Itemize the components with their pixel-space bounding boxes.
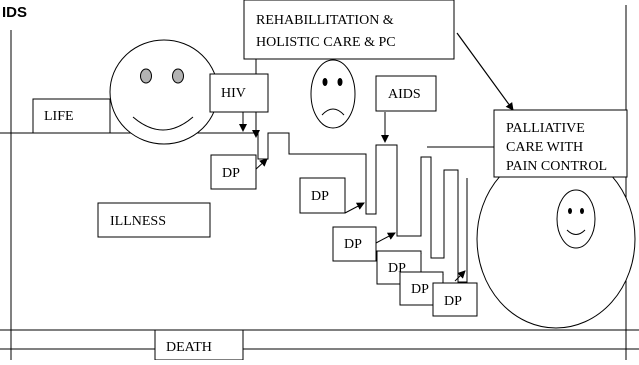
calm-face-icon [476,149,636,329]
palliative-line3: PAIN CONTROL [506,159,607,174]
rehabilitation-line2: HOLISTIC CARE & PC [256,35,396,50]
palliative-line1: PALLIATIVE [506,121,585,136]
arrow-dp2 [344,202,365,214]
smiling-face-icon [109,39,219,145]
rehabilitation-line1: REHABILLITATION & [256,13,394,28]
dp-box-2: DP [299,177,346,214]
death-box: DEATH [154,329,244,361]
aids-box: AIDS [375,75,437,112]
sad-face-icon [310,59,356,129]
dp-box-3: DP [332,226,377,262]
death-label: DEATH [166,340,212,355]
dp-box-6: DP [432,282,478,317]
palliative-care-box: PALLIATIVE CARE WITH PAIN CONTROL [493,109,628,178]
arrow-dp3 [375,232,396,244]
palliative-line2: CARE WITH [506,140,583,155]
life-label: LIFE [44,109,74,124]
page-heading: IDS [2,4,28,21]
life-box: LIFE [32,98,111,134]
arrow-dp1 [254,158,268,171]
dp-label-6: DP [444,294,462,309]
dp-box-1: DP [210,154,257,190]
decline-path-line [257,132,468,283]
arrow-dp6 [454,270,466,282]
dp-label-1: DP [222,166,240,181]
hiv-label: HIV [221,86,246,101]
dp-label-3: DP [344,237,362,252]
hiv-box: HIV [209,73,269,113]
arrow-rehab-to-palliative [456,32,514,111]
aids-label: AIDS [388,87,421,102]
illness-box: ILLNESS [97,202,211,238]
rehabilitation-box: REHABILLITATION & HOLISTIC CARE & PC [243,0,455,60]
illness-label: ILLNESS [110,214,166,229]
dp-label-2: DP [311,189,329,204]
dp-label-5: DP [411,282,429,297]
